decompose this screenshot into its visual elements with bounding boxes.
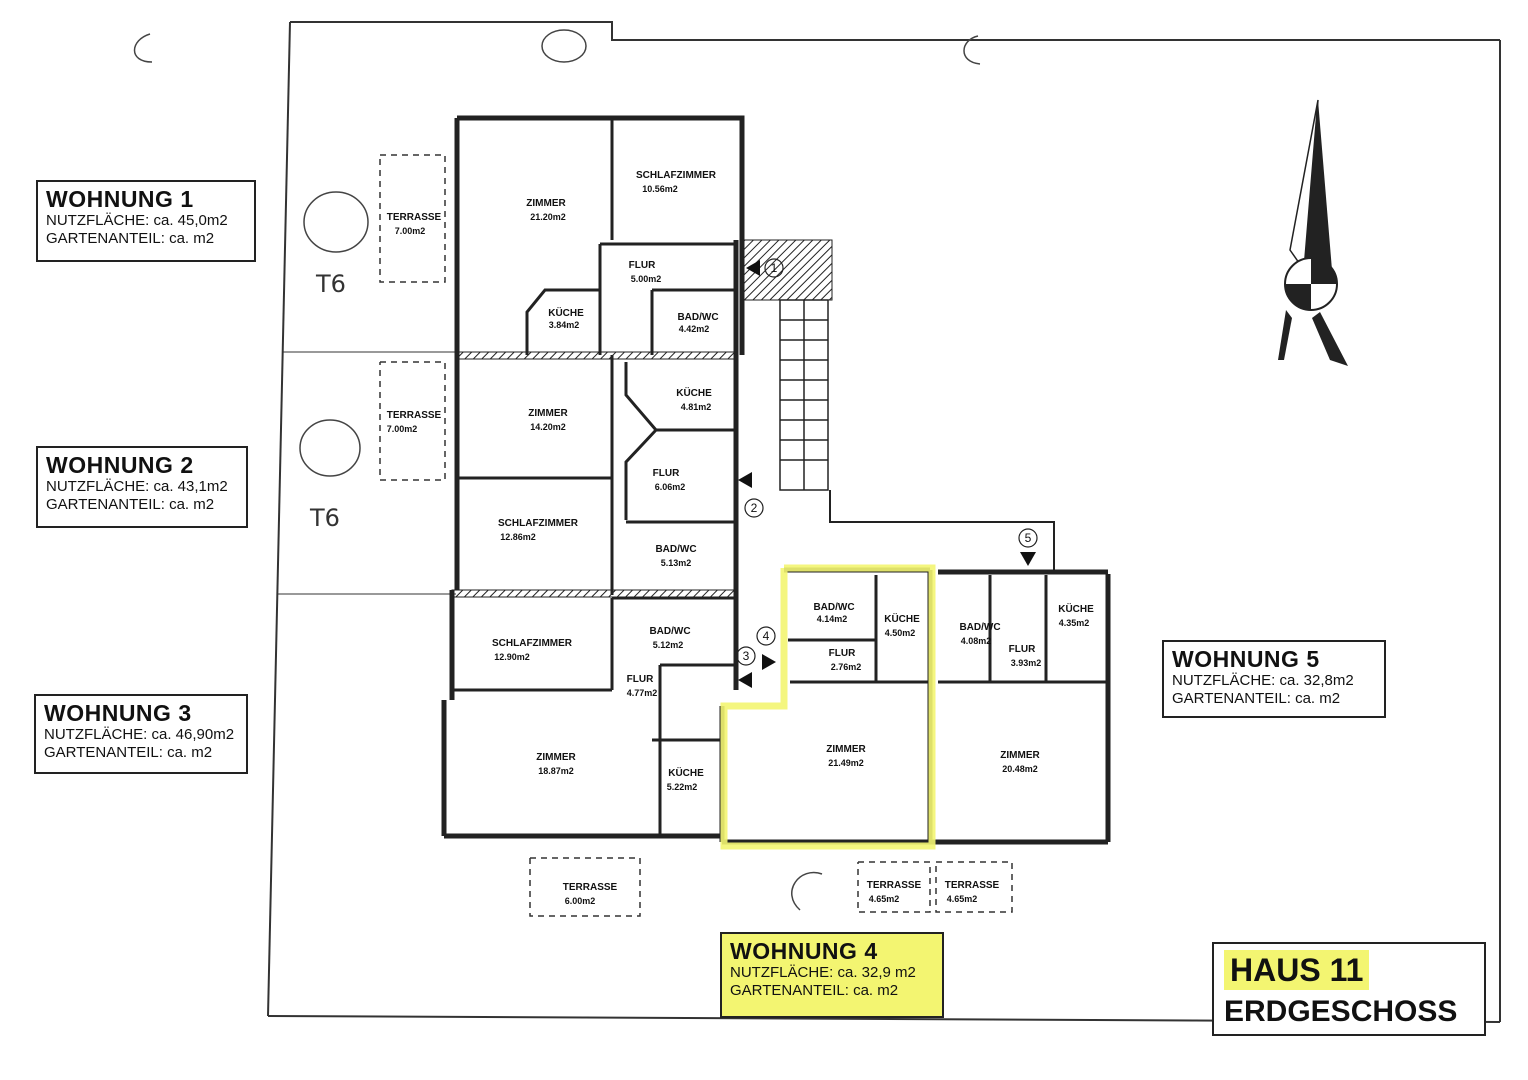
room-name: ZIMMER xyxy=(826,744,866,755)
room-area: 4.65m2 xyxy=(869,894,900,904)
room-name: BAD/WC xyxy=(813,602,854,613)
unit-title: WOHNUNG 3 xyxy=(44,700,192,726)
unit-title: WOHNUNG 4 xyxy=(730,938,878,964)
room-name: ZIMMER xyxy=(526,198,566,209)
wohnung-4-info: WOHNUNG 4 NUTZFLÄCHE: ca. 32,9 m2 GARTEN… xyxy=(720,932,944,1018)
unit-nutzflaeche: NUTZFLÄCHE: ca. 45,0m2 xyxy=(46,212,228,229)
room-name: BAD/WC xyxy=(655,544,696,555)
room-area: 7.00m2 xyxy=(387,424,418,434)
room-area: 4.81m2 xyxy=(681,402,712,412)
room-name: TERRASSE xyxy=(387,212,442,223)
room-area: 4.35m2 xyxy=(1059,618,1090,628)
room-area: 12.86m2 xyxy=(500,532,536,542)
room-name: TERRASSE xyxy=(387,410,442,421)
building-title-block: HAUS 11 ERDGESCHOSS xyxy=(1212,942,1486,1036)
terraces xyxy=(379,154,1013,917)
room-area: 5.22m2 xyxy=(667,782,698,792)
room-name: ZIMMER xyxy=(1000,750,1040,761)
room-name: BAD/WC xyxy=(649,626,690,637)
handwritten-t6-1: T6 xyxy=(315,270,346,298)
room-area: 21.49m2 xyxy=(828,758,864,768)
room-name: BAD/WC xyxy=(677,312,718,323)
unit-gartenanteil: GARTENANTEIL: ca. m2 xyxy=(730,982,899,999)
unit-nutzflaeche: NUTZFLÄCHE: ca. 32,8m2 xyxy=(1172,672,1354,689)
unit-title: WOHNUNG 5 xyxy=(1172,646,1320,672)
room-area: 4.42m2 xyxy=(679,324,710,334)
staircase xyxy=(779,299,1055,574)
room-name: ZIMMER xyxy=(528,408,568,419)
wohnung-1-info: WOHNUNG 1 NUTZFLÄCHE: ca. 45,0m2 GARTENA… xyxy=(36,180,256,262)
handwritten-t6-2: T6 xyxy=(309,504,340,532)
room-area: 4.65m2 xyxy=(947,894,978,904)
room-area: 12.90m2 xyxy=(494,652,530,662)
room-area: 2.76m2 xyxy=(831,662,862,672)
unit-gartenanteil: GARTENANTEIL: ca. m2 xyxy=(1172,690,1341,707)
room-name: BAD/WC xyxy=(959,622,1000,633)
room-name: FLUR xyxy=(627,674,654,685)
room-area: 4.14m2 xyxy=(817,614,848,624)
unit-title: WOHNUNG 1 xyxy=(46,186,194,212)
room-area: 3.84m2 xyxy=(549,320,580,330)
wohnung-4-highlight xyxy=(720,564,936,850)
room-name: KÜCHE xyxy=(1058,602,1094,615)
unit-nutzflaeche: NUTZFLÄCHE: ca. 46,90m2 xyxy=(44,726,235,743)
interior-walls xyxy=(452,118,1108,836)
handwritten-circles xyxy=(133,29,981,911)
room-area: 5.00m2 xyxy=(631,274,662,284)
unit-nutzflaeche: NUTZFLÄCHE: ca. 43,1m2 xyxy=(46,478,228,495)
room-name: TERRASSE xyxy=(945,880,1000,891)
room-name: FLUR xyxy=(829,648,856,659)
room-name: TERRASSE xyxy=(867,880,922,891)
unit-gartenanteil: GARTENANTEIL: ca. m2 xyxy=(46,496,215,513)
floor-name: ERDGESCHOSS xyxy=(1224,995,1458,1028)
room-area: 18.87m2 xyxy=(538,766,574,776)
room-name: KÜCHE xyxy=(676,386,712,399)
room-area: 14.20m2 xyxy=(530,422,566,432)
room-name: KÜCHE xyxy=(884,612,920,625)
room-area: 10.56m2 xyxy=(642,184,678,194)
room-name: SCHLAFZIMMER xyxy=(636,170,717,181)
room-area: 21.20m2 xyxy=(530,212,566,222)
room-name: FLUR xyxy=(653,468,680,479)
room-area: 6.06m2 xyxy=(655,482,686,492)
entrance-arrows xyxy=(738,260,1036,688)
room-name: ZIMMER xyxy=(536,752,576,763)
room-name: KÜCHE xyxy=(548,306,584,319)
room-area: 4.50m2 xyxy=(885,628,916,638)
room-name: SCHLAFZIMMER xyxy=(492,638,573,649)
room-area: 6.00m2 xyxy=(565,896,596,906)
entrance-3-label: 3 xyxy=(743,649,750,663)
haus-number: HAUS 11 xyxy=(1224,950,1370,990)
room-area: 3.93m2 xyxy=(1011,658,1042,668)
room-name: FLUR xyxy=(1009,644,1036,655)
entrance-1-label: 1 xyxy=(771,261,778,275)
entrance-2-label: 2 xyxy=(751,501,758,515)
entrance-4-label: 4 xyxy=(763,629,770,643)
room-name: TERRASSE xyxy=(563,882,618,893)
room-area: 20.48m2 xyxy=(1002,764,1038,774)
room-name: KÜCHE xyxy=(668,766,704,779)
unit-nutzflaeche: NUTZFLÄCHE: ca. 32,9 m2 xyxy=(730,964,916,981)
wohnung-3-info: WOHNUNG 3 NUTZFLÄCHE: ca. 46,90m2 GARTEN… xyxy=(34,694,248,774)
unit-gartenanteil: GARTENANTEIL: ca. m2 xyxy=(44,744,213,761)
room-name: FLUR xyxy=(629,260,656,271)
unit-title: WOHNUNG 2 xyxy=(46,452,194,478)
room-area: 5.13m2 xyxy=(661,558,692,568)
site-outline xyxy=(267,21,1501,1023)
unit-gartenanteil: GARTENANTEIL: ca. m2 xyxy=(46,230,215,247)
wohnung-2-info: WOHNUNG 2 NUTZFLÄCHE: ca. 43,1m2 GARTENA… xyxy=(36,446,248,528)
room-area: 4.08m2 xyxy=(961,636,992,646)
entrance-5-label: 5 xyxy=(1025,531,1032,545)
wohnung-5-info: WOHNUNG 5 NUTZFLÄCHE: ca. 32,8m2 GARTENA… xyxy=(1162,640,1386,718)
room-area: 4.77m2 xyxy=(627,688,658,698)
north-arrow-icon xyxy=(1278,99,1348,366)
room-name: SCHLAFZIMMER xyxy=(498,518,579,529)
room-area: 7.00m2 xyxy=(395,226,426,236)
room-area: 5.12m2 xyxy=(653,640,684,650)
entrance-markers xyxy=(736,258,1038,666)
